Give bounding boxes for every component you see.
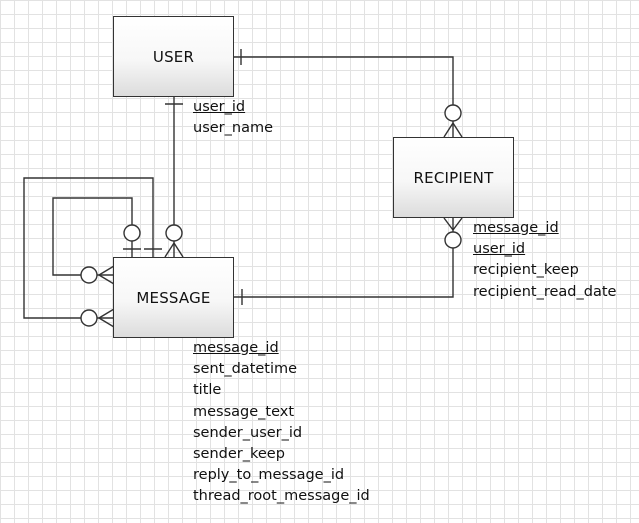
message-attribute-list: message_id sent_datetime title message_t…	[193, 338, 370, 508]
attribute-user-id: user_id	[193, 99, 246, 115]
attribute-message-text: message_text	[193, 403, 295, 420]
attribute-recipient-read-date: recipient_read_date	[473, 283, 617, 300]
entity-user-name: USER	[152, 47, 195, 66]
entity-message-name: MESSAGE	[136, 288, 211, 307]
relationship-user-message	[164, 96, 184, 258]
relationship-message-self-inner	[52, 197, 141, 285]
attribute-reply-to-message-id: reply_to_message_id	[193, 467, 345, 484]
entity-recipient-name: RECIPIENT	[413, 168, 494, 187]
user-attribute-list: user_id user_name	[193, 97, 273, 139]
attribute-user-name: user_name	[193, 120, 273, 137]
attribute-recipient-user-id: user_id	[473, 241, 526, 258]
attribute-recipient-message-id: message_id	[473, 220, 559, 236]
attribute-sender-user-id: sender_user_id	[193, 424, 303, 441]
relationship-message-self-outer	[23, 177, 162, 328]
relationship-user-recipient	[233, 49, 463, 140]
attribute-sender-keep: sender_keep	[193, 446, 285, 463]
attribute-sent-datetime: sent_datetime	[193, 361, 298, 378]
attribute-title: title	[193, 382, 222, 399]
recipient-attribute-list: message_id user_id recipient_keep recipi…	[473, 218, 616, 303]
attribute-message-id: message_id	[193, 340, 279, 356]
relationship-message-recipient	[234, 217, 463, 305]
attribute-thread-root-message-id: thread_root_message_id	[193, 488, 370, 505]
entity-user[interactable]: USER	[113, 16, 234, 97]
entity-recipient[interactable]: RECIPIENT	[393, 137, 514, 218]
entity-message[interactable]: MESSAGE	[113, 257, 234, 338]
attribute-recipient-keep: recipient_keep	[473, 262, 579, 279]
